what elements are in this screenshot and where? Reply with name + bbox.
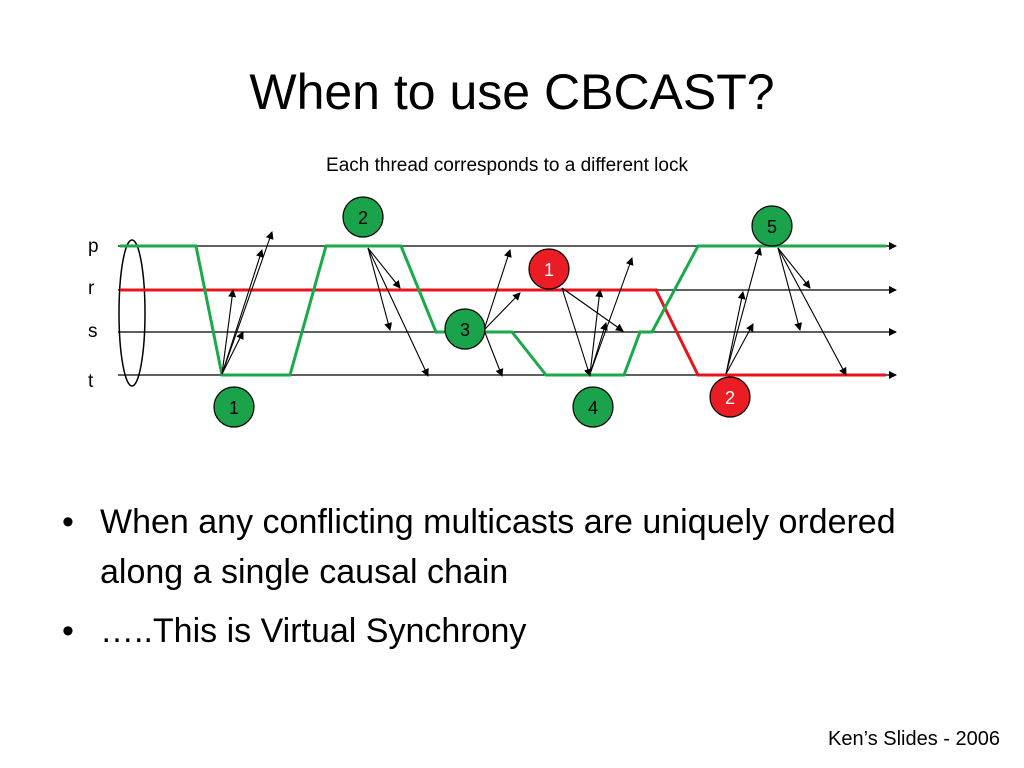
- message-arrow: [221, 249, 264, 375]
- timelines: [118, 242, 897, 379]
- message-arrow: [367, 247, 401, 289]
- event-label: 3: [460, 320, 470, 340]
- process-label-r: r: [88, 278, 95, 299]
- message-arrow: [561, 287, 592, 377]
- message-arrow: [725, 291, 746, 375]
- slide-footer: Ken’s Slides - 2006: [828, 728, 1000, 750]
- bullet-item: …..This is Virtual Synchrony: [62, 606, 982, 656]
- bullet-list: When any conflicting multicasts are uniq…: [62, 497, 982, 665]
- message-arrow: [589, 257, 634, 375]
- slide-title: When to use CBCAST?: [249, 64, 775, 120]
- slide-subtitle: Each thread corresponds to a different l…: [326, 155, 688, 176]
- message-arrow: [483, 292, 521, 331]
- message-arrow: [777, 247, 811, 289]
- process-label-p: p: [88, 236, 99, 257]
- event-node-red-2: 2: [709, 376, 751, 418]
- message-arrow: [367, 247, 393, 331]
- message-arrow: [725, 247, 763, 375]
- message-arrow: [221, 331, 244, 375]
- event-label: 1: [229, 398, 239, 418]
- event-node-green-4: 4: [572, 386, 614, 428]
- event-label: 4: [588, 398, 598, 418]
- message-arrows: [221, 231, 847, 377]
- message-arrow: [725, 323, 754, 375]
- message-arrow: [221, 231, 274, 375]
- process-label-t: t: [88, 371, 94, 392]
- message-arrow: [777, 247, 803, 331]
- event-label: 1: [544, 260, 554, 280]
- message-arrow: [221, 289, 237, 375]
- bullet-item: When any conflicting multicasts are uniq…: [62, 497, 982, 597]
- message-arrow: [483, 329, 504, 377]
- event-node-green-2: 2: [342, 196, 384, 238]
- event-label: 5: [767, 217, 777, 237]
- message-arrow: [589, 289, 604, 375]
- message-arrow: [367, 247, 429, 377]
- event-node-green-1: 1: [213, 386, 255, 428]
- message-arrow: [483, 249, 512, 331]
- event-node-green-3: 3: [444, 308, 486, 350]
- process-group-ellipse: [118, 239, 146, 387]
- message-arrow: [561, 287, 624, 332]
- event-label: 2: [358, 208, 368, 228]
- process-label-s: s: [88, 321, 98, 342]
- event-node-green-5: 5: [751, 205, 793, 247]
- message-arrow: [777, 247, 847, 376]
- event-label: 2: [725, 388, 735, 408]
- event-node-red-1: 1: [528, 248, 570, 290]
